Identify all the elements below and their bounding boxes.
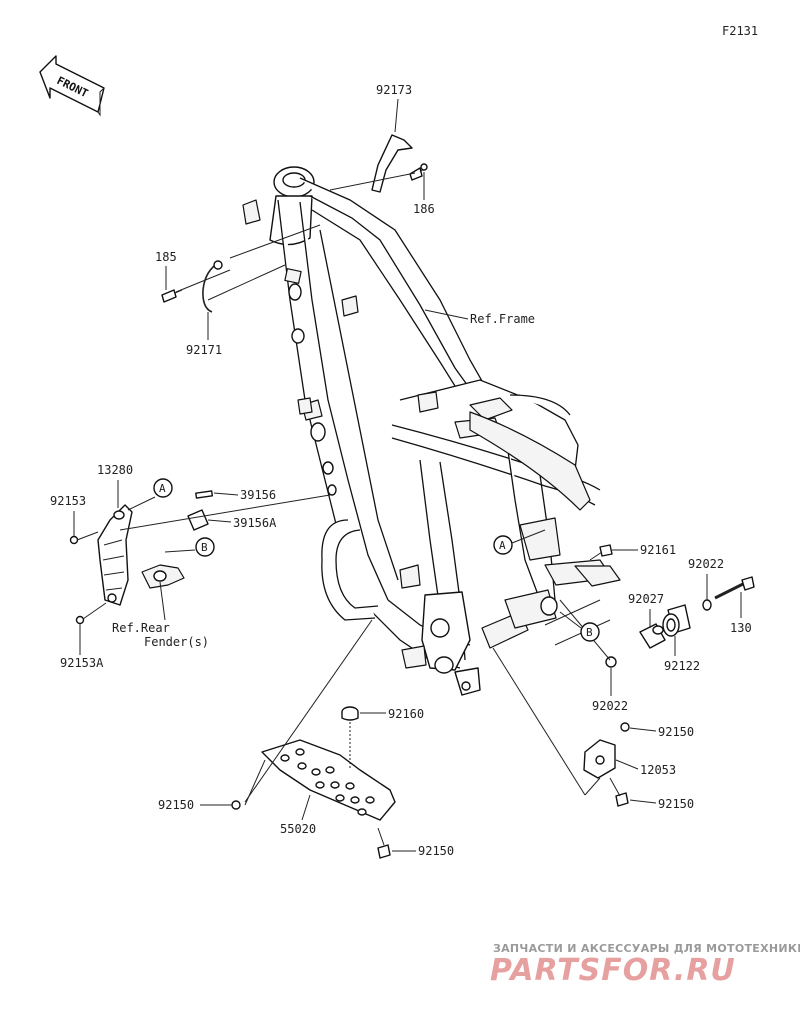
part-92150-nut-right-top — [620, 722, 630, 732]
part-186-bolt — [409, 163, 428, 181]
part-13280-bracket — [97, 504, 133, 606]
part-130-bolt — [714, 576, 755, 600]
callout-fender: Fender(s) — [144, 635, 209, 649]
part-92150-bolt-bottom — [377, 827, 391, 859]
marker-a-right: A — [493, 535, 513, 555]
part-55020-skid-plate — [261, 739, 396, 821]
callout-55020: 55020 — [280, 822, 316, 836]
part-92160-plug — [341, 706, 359, 721]
callout-92150-right-top: 92150 — [658, 725, 694, 739]
callout-92027: 92027 — [628, 592, 664, 606]
callout-92022-bottom: 92022 — [592, 699, 628, 713]
callout-130: 130 — [730, 621, 752, 635]
callout-12053: 12053 — [640, 763, 676, 777]
part-39156A-label-sticker — [187, 509, 209, 531]
part-92171-clip — [202, 260, 223, 313]
part-12053-bracket — [583, 739, 616, 779]
svg-text:A: A — [159, 482, 166, 495]
callout-186: 186 — [413, 202, 435, 216]
svg-text:A: A — [499, 539, 506, 552]
callout-92173: 92173 — [376, 83, 412, 97]
callout-92022-top: 92022 — [688, 557, 724, 571]
part-92153-bolt — [69, 531, 99, 545]
callout-92150-left: 92150 — [158, 798, 194, 812]
part-92150-nut-left — [231, 800, 241, 810]
svg-text:B: B — [586, 626, 593, 639]
callout-92171: 92171 — [186, 343, 222, 357]
callout-92150-bottom: 92150 — [418, 844, 454, 858]
callout-92161: 92161 — [640, 543, 676, 557]
callout-185: 185 — [155, 250, 177, 264]
part-185-bolt — [161, 289, 183, 303]
callout-ref-frame: Ref.Frame — [470, 312, 535, 326]
part-92122-bushing — [662, 604, 691, 637]
marker-b-right: B — [580, 622, 600, 642]
callout-92153: 92153 — [50, 494, 86, 508]
part-92022-washer-top — [702, 599, 712, 611]
callout-92153A: 92153A — [60, 656, 104, 670]
callout-13280: 13280 — [97, 463, 133, 477]
callout-ref-rear: Ref.Rear — [112, 621, 170, 635]
part-92022-washer-bottom — [605, 656, 617, 668]
callout-39156A: 39156A — [233, 516, 277, 530]
part-92150-bolt-right-bottom — [609, 777, 629, 807]
callout-92160: 92160 — [388, 707, 424, 721]
part-92173-clip — [371, 134, 413, 193]
callout-92150-right-bottom: 92150 — [658, 797, 694, 811]
svg-text:B: B — [201, 541, 208, 554]
marker-a-left: A — [153, 478, 173, 498]
part-92161-cap — [599, 544, 613, 557]
marker-b-left: B — [195, 537, 215, 557]
part-92153A-bolt — [75, 602, 107, 625]
diagram-code: F2131 — [722, 24, 758, 38]
part-92027-collar — [639, 623, 666, 649]
watermark-tagline: ЗАПЧАСТИ И АКСЕССУАРЫ ДЛЯ МОТОТЕХНИКИ — [493, 942, 800, 955]
motorcycle-frame — [242, 166, 621, 696]
rear-fender-bracket — [141, 564, 185, 589]
part-39156-label-sticker — [195, 490, 214, 499]
callout-92122: 92122 — [664, 659, 700, 673]
watermark-brand: PARTSFOR.RU — [490, 953, 736, 988]
callout-39156: 39156 — [240, 488, 276, 502]
front-arrow-icon: FRONT — [39, 55, 105, 117]
